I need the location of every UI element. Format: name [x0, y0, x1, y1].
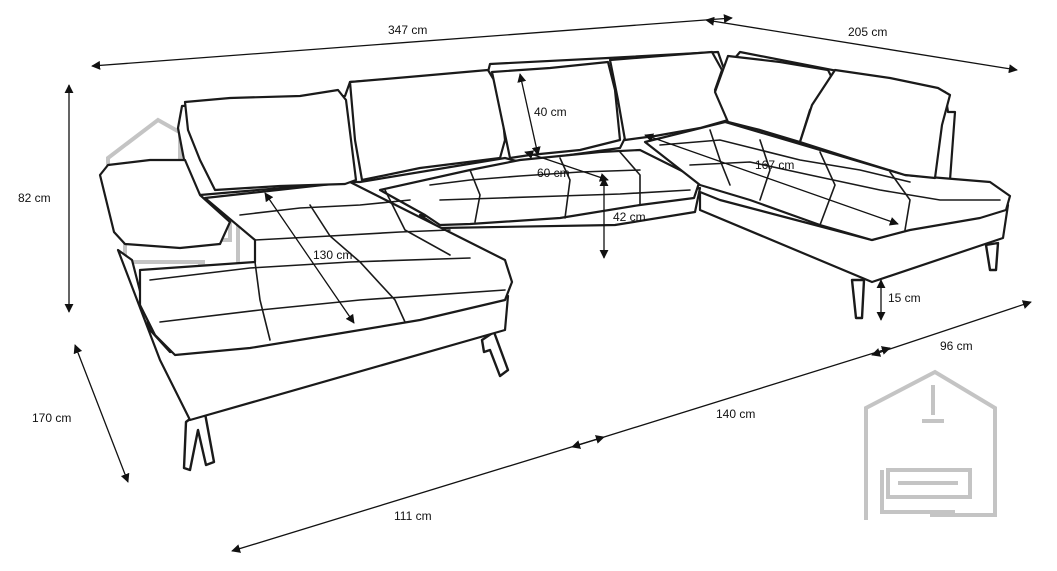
dim-line-front-right [871, 300, 1032, 357]
label-total-width: 347 cm [388, 23, 427, 37]
right-front-leg [850, 278, 866, 320]
label-right-depth: 205 cm [848, 25, 887, 39]
label-seat-depth: 60 cm [537, 166, 570, 180]
dim-line-front-left [231, 435, 605, 553]
label-left-depth: 170 cm [32, 411, 71, 425]
label-seat-height: 42 cm [613, 210, 646, 224]
label-front-middle: 140 cm [716, 407, 755, 421]
dimension-lines [64, 14, 1032, 553]
label-front-right: 96 cm [940, 339, 973, 353]
middle-leg [480, 330, 510, 378]
left-armrest [98, 158, 232, 250]
dim-line-right-depth [705, 16, 1018, 74]
back-cushion-2 [348, 68, 507, 182]
back-cushion-1 [183, 88, 358, 192]
label-leg-height: 15 cm [888, 291, 921, 305]
dim-line-left-chaise [264, 192, 355, 324]
dim-line-seat-depth [524, 150, 609, 182]
dim-line-front-middle [571, 346, 891, 449]
label-right-chaise: 167 cm [755, 158, 794, 172]
right-back-leg [984, 241, 1000, 272]
dim-line-total-width [91, 14, 733, 70]
dim-line-left-depth [73, 344, 130, 483]
dimension-labels: 347 cm 205 cm 82 cm 40 cm 60 cm 42 cm 16… [18, 23, 973, 523]
label-left-chaise: 130 cm [313, 248, 352, 262]
left-front-leg [182, 406, 216, 472]
label-front-left: 111 cm [394, 509, 432, 523]
home-sofa-logo-icon-2 [864, 369, 997, 520]
dim-line-right-chaise [644, 133, 899, 226]
label-height: 82 cm [18, 191, 51, 205]
label-backrest-height: 40 cm [534, 105, 567, 119]
dim-line-backrest-height [517, 73, 541, 156]
